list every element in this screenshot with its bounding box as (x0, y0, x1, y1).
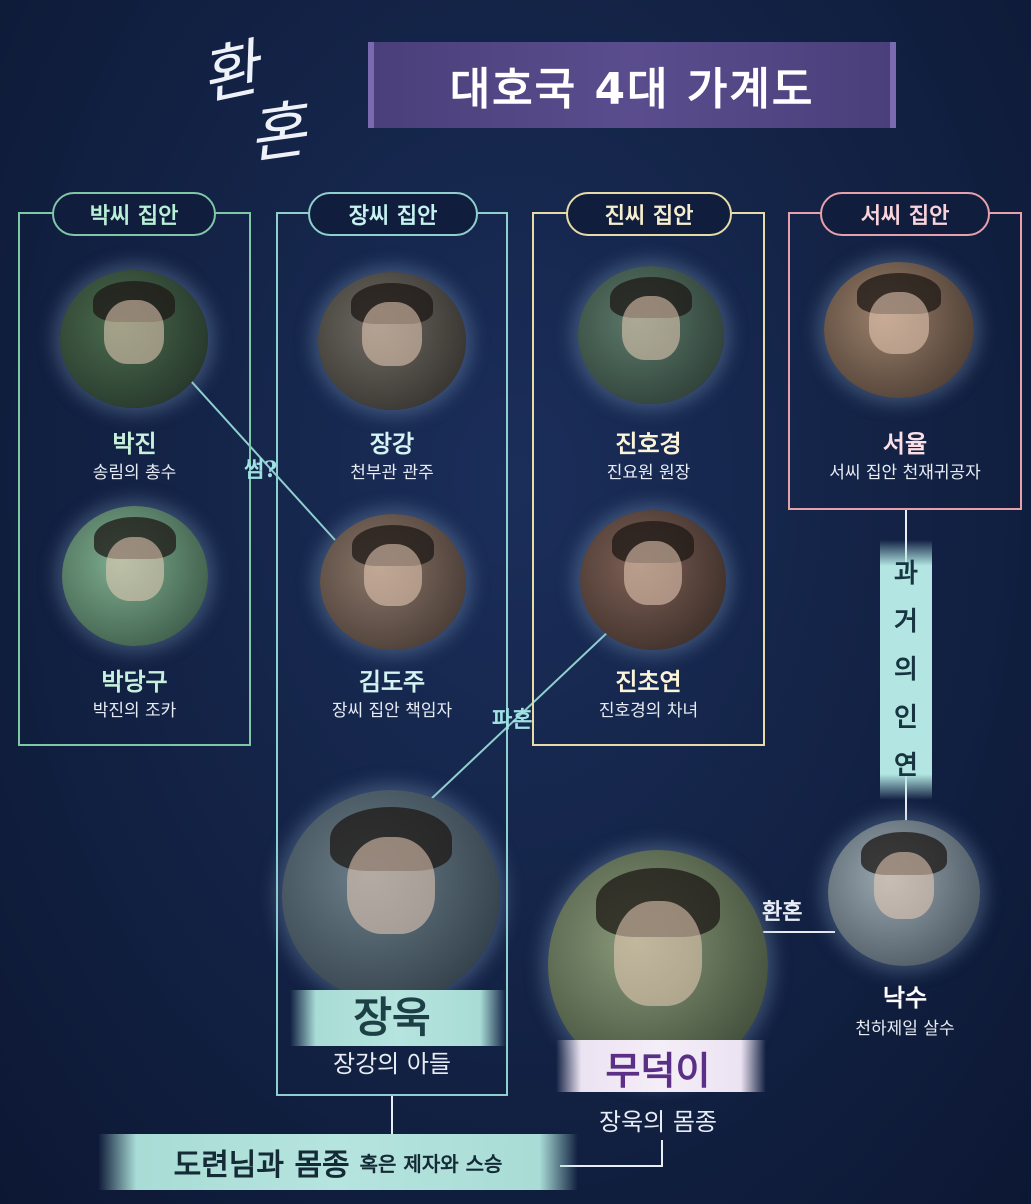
family-label-jang: 장씨 집안 (308, 192, 478, 236)
past-bond-char-2: 거 (894, 607, 918, 637)
portrait-park-danggu (62, 506, 208, 646)
brush-jangwook (290, 990, 506, 1046)
portrait-jang-wook (282, 790, 500, 1002)
past-bond-char-3: 의 (894, 655, 918, 685)
relation-pahon: 파혼 (492, 707, 533, 733)
role-jin-hokyung: 진요원 원장 (606, 463, 691, 483)
role-naksu: 천하제일 살수 (855, 1019, 955, 1039)
name-park-danggu: 박당구 (101, 668, 168, 696)
role-kim-doju: 장씨 집안 책임자 (331, 701, 453, 721)
role-seo-yul: 서씨 집안 천재귀공자 (829, 463, 981, 483)
name-park-jin: 박진 (112, 430, 157, 458)
past-bond-char-4: 인 (894, 703, 918, 733)
portrait-jin-choyeon (580, 510, 726, 650)
past-bond-char-1: 과 (894, 559, 918, 589)
relation-hwanhon: 환혼 (762, 899, 803, 925)
line-bottom-right (560, 1140, 663, 1167)
name-jang-wook: 장욱 (353, 993, 431, 1042)
role-mudeok: 장욱의 몸종 (598, 1108, 718, 1136)
portrait-jang-gang (318, 272, 466, 410)
logo-char-2: 혼 (243, 92, 311, 173)
name-jin-choyeon: 진초연 (615, 668, 682, 696)
name-jang-gang: 장강 (369, 430, 415, 458)
family-label-park: 박씨 집안 (52, 192, 216, 236)
name-jin-hokyung: 진호경 (615, 430, 682, 458)
family-label-jin: 진씨 집안 (566, 192, 732, 236)
portrait-naksu (828, 820, 980, 966)
name-kim-doju: 김도주 (358, 668, 426, 696)
line-some (189, 379, 336, 541)
bottom-relation-banner: 도련님과 몸종 혹은 제자와 스승 (98, 1134, 578, 1190)
past-bond-char-5: 연 (894, 751, 918, 781)
show-logo: 환 혼 (190, 12, 350, 173)
brush-mudeok (556, 1040, 766, 1092)
page-title: 대호국 4대 가계도 (368, 42, 896, 128)
role-jin-choyeon: 진호경의 차녀 (598, 701, 699, 721)
bottom-relation-main: 도련님과 몸종 (173, 1148, 350, 1183)
role-park-jin: 송림의 총수 (92, 463, 177, 483)
portrait-jin-hokyung (578, 266, 724, 404)
name-seo-yul: 서율 (882, 430, 928, 458)
family-label-seo: 서씨 집안 (820, 192, 990, 236)
portrait-kim-doju (320, 514, 466, 650)
portrait-park-jin (60, 270, 208, 408)
bottom-relation-sub: 혹은 제자와 스승 (359, 1151, 503, 1176)
portrait-seo-yul (824, 262, 974, 398)
relation-some: 썸? (244, 457, 278, 483)
relation-past-bond: 과 거 의 인 연 (880, 540, 932, 800)
name-naksu: 낙수 (882, 984, 928, 1012)
role-jang-gang: 천부관 관주 (350, 463, 434, 483)
name-mudeok: 무덕이 (605, 1048, 711, 1093)
line-pahon (429, 629, 611, 801)
role-jang-wook: 장강의 아들 (332, 1050, 452, 1078)
role-park-danggu: 박진의 조카 (92, 701, 177, 721)
